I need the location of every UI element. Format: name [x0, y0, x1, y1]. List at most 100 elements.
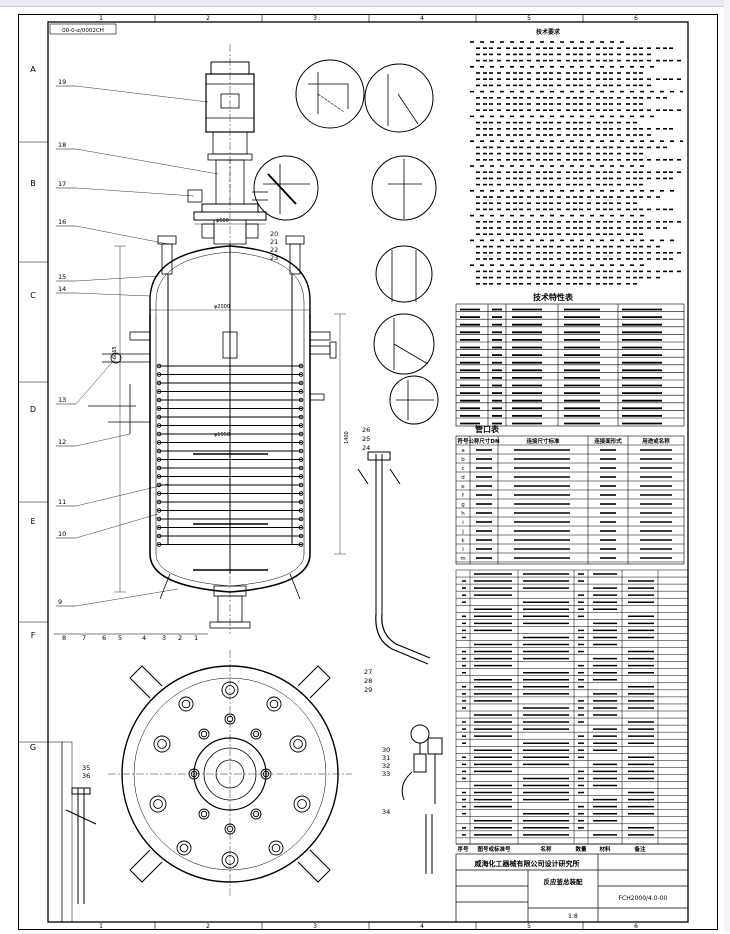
- part-balloon: 19: [58, 78, 66, 86]
- grid-row-label: G: [30, 743, 36, 752]
- part-balloon: 7: [82, 634, 86, 642]
- part-balloon: 17: [58, 180, 66, 188]
- grid-row-label: A: [30, 65, 36, 74]
- nozzle-symbol: f: [462, 493, 465, 499]
- dim-total-height: 6065: [112, 346, 118, 359]
- grid-col-label: 6: [634, 923, 638, 930]
- part-balloon: 11: [58, 498, 66, 506]
- part-balloon: 25: [362, 435, 370, 443]
- part-balloon: 15: [58, 273, 66, 281]
- viewer-scrollbar[interactable]: [724, 0, 730, 932]
- nozzle-symbol: b: [461, 457, 465, 463]
- nozzle-table-header: 连接尺寸标准: [526, 437, 560, 445]
- dim-top-dia: φ600: [216, 218, 229, 224]
- part-balloon: 12: [58, 438, 66, 446]
- drawing-number: FCH2000/4.0-00: [619, 895, 668, 902]
- nozzle-symbol: j: [461, 529, 464, 535]
- dim-inner-dia: φ2000: [214, 304, 230, 310]
- part-balloon: 26: [362, 426, 370, 434]
- grid-row-label: D: [30, 405, 36, 414]
- nozzle-table-header: 用途或名称: [641, 437, 670, 445]
- part-balloon: 33: [382, 770, 390, 778]
- part-balloon: 3: [162, 634, 166, 642]
- part-balloon: 31: [382, 754, 390, 762]
- part-balloon: 13: [58, 396, 66, 404]
- tech-spec-title: 技术特性表: [533, 292, 574, 302]
- reactor-plan-view: [108, 650, 352, 898]
- part-balloon: 21: [270, 238, 278, 246]
- nozzle-symbol: d: [461, 475, 465, 481]
- part-balloon: 23: [270, 254, 278, 262]
- nozzle-table-header: 公称尺寸DN: [468, 437, 500, 445]
- nozzle-symbol: a: [461, 448, 464, 454]
- part-balloon: 36: [82, 772, 90, 780]
- part-balloon: 9: [58, 598, 62, 606]
- grid-row-label: F: [31, 631, 36, 640]
- dim-shell-height: 1400: [344, 431, 350, 444]
- grid-col-label: 4: [420, 923, 424, 930]
- tech-requirements-title: 技术要求: [536, 28, 561, 36]
- part-balloon: 10: [58, 530, 66, 538]
- dim-coil-dia: φ1950: [214, 432, 230, 438]
- dip-pipe-detail: [357, 451, 431, 665]
- part-balloon: 5: [118, 634, 122, 642]
- company-name: 威海化工器械有限公司设计研究所: [475, 859, 580, 868]
- part-balloon: 22: [270, 246, 278, 254]
- gauge-detail: [401, 724, 443, 874]
- part-balloon: 2: [178, 634, 182, 642]
- part-balloon: 14: [58, 285, 66, 293]
- grid-row-label: E: [30, 517, 35, 526]
- part-balloon: 18: [58, 141, 66, 149]
- nozzle-table-title: 管口表: [475, 424, 500, 434]
- nozzle-table-header: 符号: [457, 437, 469, 445]
- nozzle-symbol: c: [461, 466, 464, 472]
- nozzle-table: [455, 435, 685, 565]
- part-balloon: 4: [142, 634, 146, 642]
- drawing-scale: 1:8: [568, 913, 578, 920]
- viewer-toolbar: [0, 0, 730, 7]
- title-block: [455, 853, 689, 923]
- nozzle-symbol: l: [462, 547, 464, 553]
- detail-views: [253, 59, 439, 425]
- bom-header: 名称: [540, 845, 552, 853]
- inner-frame: [47, 21, 689, 923]
- part-balloon: 1: [194, 634, 198, 642]
- part-balloon: 8: [62, 634, 66, 642]
- bom-header: 材料: [599, 845, 611, 853]
- part-balloon: 34: [382, 808, 390, 816]
- grid-col-label: 1: [99, 923, 103, 930]
- part-balloon: 24: [362, 444, 370, 452]
- grid-col-label: 5: [527, 923, 531, 930]
- bom-header: 数量: [575, 845, 587, 853]
- grid-col-label: 6: [634, 15, 638, 22]
- nozzle-symbol: i: [462, 520, 464, 526]
- product-name: 反应釜总装配: [544, 877, 584, 886]
- drawing-code-top: 00-0·α/0002CH: [62, 28, 104, 34]
- part-balloon: 35: [82, 764, 90, 772]
- tech-spec-table: [455, 303, 685, 427]
- part-balloon: 27: [364, 668, 372, 676]
- part-balloon: 32: [382, 762, 390, 770]
- grid-col-label: 1: [99, 15, 103, 22]
- part-balloon: 6: [102, 634, 106, 642]
- nozzle-table-header: 连接面形式: [594, 437, 622, 445]
- grid-col-label: 5: [527, 15, 531, 22]
- grid-col-label: 3: [313, 923, 317, 930]
- nozzle-symbol: m: [460, 556, 465, 562]
- bom-header: 序号: [456, 845, 469, 853]
- part-balloon: 30: [382, 746, 390, 754]
- part-balloon: 16: [58, 218, 66, 226]
- grid-row-label: B: [30, 179, 36, 188]
- nozzle-symbol: h: [461, 511, 465, 517]
- nozzle-symbol: k: [461, 538, 465, 544]
- part-balloon: 29: [364, 686, 372, 694]
- grid-row-label: C: [30, 291, 36, 300]
- part-balloon: 20: [270, 230, 278, 238]
- nozzle-symbol: g: [461, 502, 465, 508]
- bom-header: 备注: [633, 845, 646, 853]
- grid-col-label: 2: [206, 923, 210, 930]
- nozzle-symbol: e: [461, 484, 465, 490]
- grid-col-label: 4: [420, 15, 424, 22]
